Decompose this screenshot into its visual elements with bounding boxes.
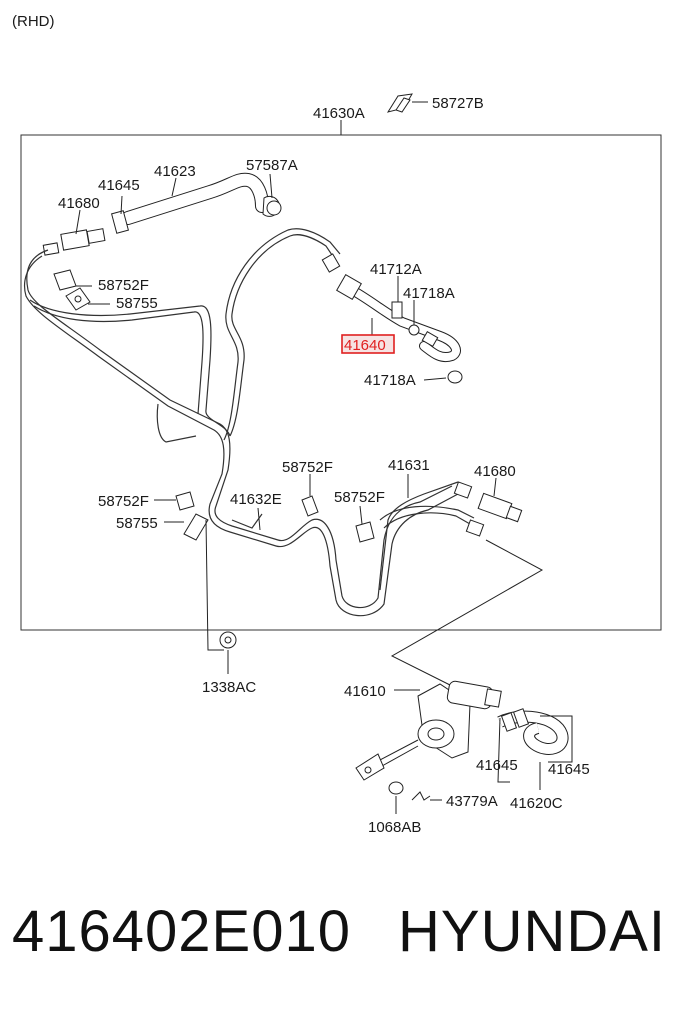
- hose-41623-icon: [111, 172, 282, 234]
- label-41640: 41640: [344, 337, 386, 354]
- label-41712a: 41712A: [370, 261, 422, 278]
- highlight-41640: [341, 334, 395, 354]
- tube-41630a-bundle: [23, 228, 475, 617]
- label-41620c: 41620C: [510, 795, 563, 812]
- hose-41640-icon: [336, 274, 461, 362]
- label-41680-mid: 41680: [474, 463, 516, 480]
- clip-58752f-mid-icon: [301, 495, 319, 517]
- washer-1068ab-icon: [388, 781, 404, 795]
- label-41610: 41610: [344, 683, 386, 700]
- label-58755-a: 58755: [116, 295, 158, 312]
- master-cylinder-41610-icon: [355, 680, 502, 781]
- label-41718a-b: 41718A: [364, 372, 416, 389]
- label-1338ac: 1338AC: [202, 679, 256, 696]
- clip-58727b-icon: [386, 93, 413, 113]
- label-41623: 41623: [154, 163, 196, 180]
- label-41680-top: 41680: [58, 195, 100, 212]
- label-57587a: 57587A: [246, 157, 298, 174]
- part-number: 416402E010: [12, 899, 351, 964]
- clip-58755-lower-icon: [183, 513, 209, 541]
- assembly-frame: [20, 134, 662, 631]
- label-41645-c: 41645: [548, 761, 590, 778]
- label-41632e: 41632E: [230, 491, 282, 508]
- label-58752f-d: 58752F: [98, 493, 149, 510]
- label-58752f-b: 58752F: [282, 459, 333, 476]
- clip-58752f-right-icon: [355, 521, 375, 543]
- hose-41620c-icon: [497, 708, 569, 755]
- label-58755-b: 58755: [116, 515, 158, 532]
- variant-note: (RHD): [12, 13, 55, 30]
- connector-41680-left-icon: [42, 228, 106, 256]
- brand-name: HYUNDAI: [398, 899, 667, 964]
- label-58752f-a: 58752F: [98, 277, 149, 294]
- clip-58755-upper-icon: [65, 287, 91, 311]
- clip-58752f-upper-icon: [53, 269, 77, 291]
- label-58727b: 58727B: [432, 95, 484, 112]
- label-41631: 41631: [388, 457, 430, 474]
- label-41718a-a: 41718A: [403, 285, 455, 302]
- clip-58752f-lower-icon: [175, 491, 195, 511]
- label-1068ab: 1068AB: [368, 819, 421, 836]
- label-41630a: 41630A: [313, 105, 365, 122]
- label-43779a: 43779A: [446, 793, 498, 810]
- washer-41718a-icon: [447, 370, 463, 384]
- pin-43779a-icon: [411, 791, 431, 801]
- label-41645-top: 41645: [98, 177, 140, 194]
- label-41645-b: 41645: [476, 757, 518, 774]
- parts-diagram: (RHD) 41630A 58727B 41623 57587A 41645 4…: [12, 13, 662, 836]
- tube-fitting-top-icon: [321, 253, 341, 273]
- label-58752f-c: 58752F: [334, 489, 385, 506]
- grommet-1338ac-icon: [219, 631, 237, 649]
- connector-41680-mid-icon: [453, 481, 523, 537]
